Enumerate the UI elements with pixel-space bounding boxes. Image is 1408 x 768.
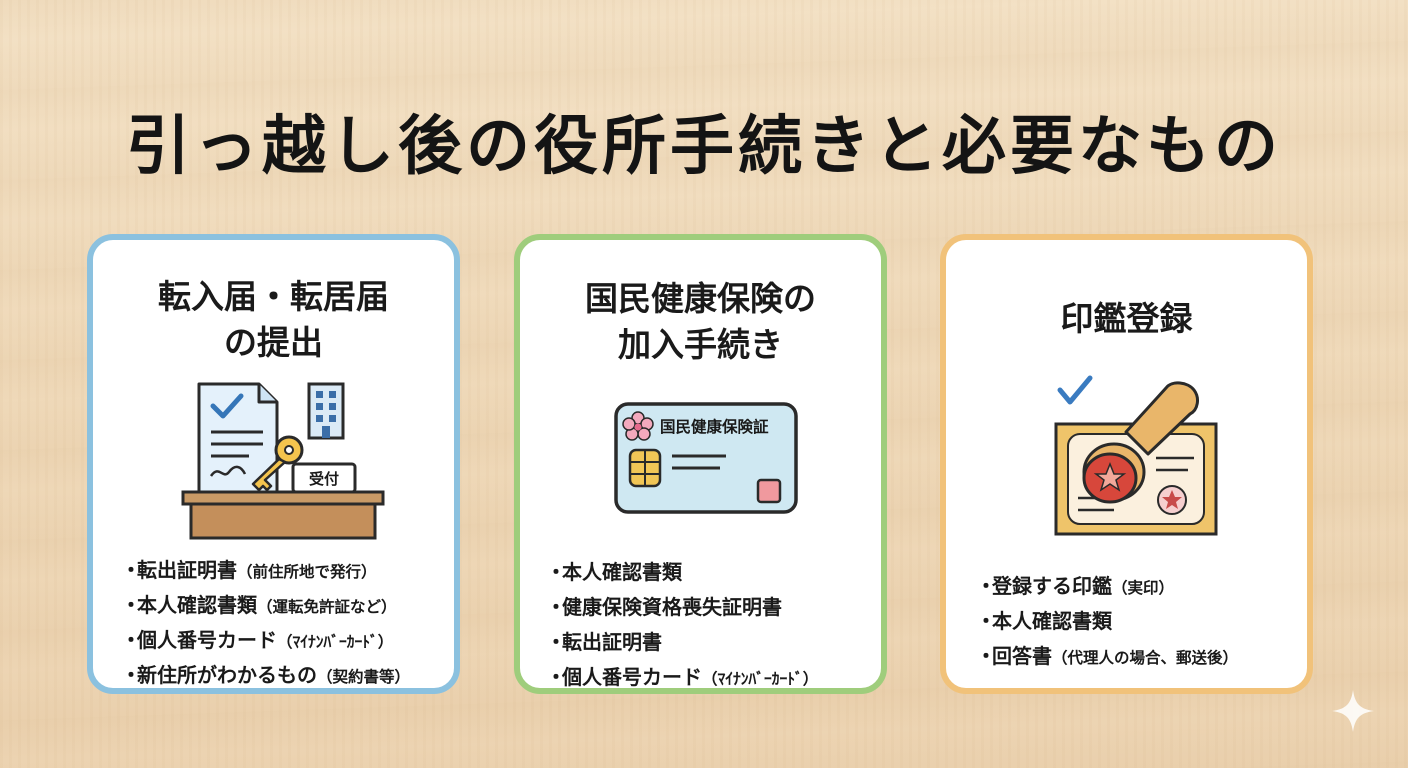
- item-main: 本人確認書類: [562, 560, 682, 584]
- item-note: （ﾏｲﾅﾝﾊﾞｰｶｰﾄﾞ）: [277, 633, 394, 651]
- required-items-list: ・転出証明書（前住所地で発行） ・本人確認書類（運転免許証など） ・個人番号カー…: [121, 554, 410, 694]
- required-items-list: ・本人確認書類 ・健康保険資格喪失証明書 ・転出証明書 ・個人番号カード（ﾏｲﾅ…: [546, 556, 818, 696]
- card-title: 転入届・転居届 の提出: [93, 274, 454, 366]
- item-main: 本人確認書類: [137, 593, 257, 617]
- key-icon: [251, 435, 304, 492]
- card-title: 印鑑登録: [946, 296, 1307, 342]
- list-item: ・個人番号カード（ﾏｲﾅﾝﾊﾞｰｶｰﾄﾞ）: [546, 665, 819, 689]
- item-note: （前住所地で発行）: [237, 563, 377, 581]
- item-main: 本人確認書類: [992, 609, 1112, 633]
- item-main: 登録する印鑑: [992, 574, 1112, 598]
- card-national-health-insurance: 国民健康保険の 加入手続き 国民健康保険証 ・本人確認書類 ・健康保険資格喪失証…: [514, 234, 887, 694]
- list-item: ・健康保険資格喪失証明書: [546, 595, 782, 619]
- building-icon: [307, 382, 345, 440]
- item-main: 個人番号カード: [562, 665, 702, 689]
- check-icon: [1057, 375, 1093, 405]
- card-label: 国民健康保険証: [660, 417, 769, 436]
- list-item: ・転出証明書（前住所地で発行）: [121, 558, 377, 582]
- card-title-line: 加入手続き: [618, 325, 783, 364]
- item-main: 健康保険資格喪失証明書: [562, 595, 782, 619]
- card-moving-in-notification: 転入届・転居届 の提出 受付: [87, 234, 460, 694]
- list-item: ・登録する印鑑（実印）: [976, 574, 1175, 598]
- ic-chip-icon: [628, 448, 662, 488]
- page-title: 引っ越し後の役所手続きと必要なもの: [126, 110, 1282, 184]
- stamp-icon: [1082, 381, 1199, 504]
- list-item: ・本人確認書類: [546, 560, 682, 584]
- item-note: （契約書等）: [317, 668, 411, 686]
- insurance-card-icon: 国民健康保険証: [614, 402, 798, 514]
- list-item: ・転出証明書: [546, 630, 662, 654]
- required-items-list: ・登録する印鑑（実印） ・本人確認書類 ・回答書（代理人の場合、郵送後）: [976, 570, 1238, 675]
- card-seal-registration: 印鑑登録 ・登録する印鑑（実印） ・本人確認書類 ・回答書（代理人の場合、郵送後…: [940, 234, 1313, 694]
- item-note: （代理人の場合、郵送後）: [1052, 649, 1239, 667]
- item-main: 転出証明書: [137, 558, 237, 582]
- list-item: ・新住所がわかるもの（契約書等）: [121, 663, 411, 687]
- reception-desk-illustration: 受付: [181, 382, 385, 540]
- item-main: 個人番号カード: [137, 628, 277, 652]
- list-item: ・本人確認書類（運転免許証など）: [121, 593, 397, 617]
- sparkle-icon: [1332, 690, 1374, 732]
- card-title-line: 印鑑登録: [1060, 299, 1193, 338]
- item-main: 新住所がわかるもの: [137, 663, 317, 687]
- item-note: （実印）: [1112, 579, 1175, 597]
- list-item: ・回答書（代理人の場合、郵送後）: [976, 644, 1239, 668]
- card-title-line: 国民健康保険の: [585, 279, 816, 318]
- list-item: ・本人確認書類: [976, 609, 1112, 633]
- item-note: （運転免許証など）: [257, 598, 397, 616]
- card-title-line: の提出: [224, 323, 323, 362]
- cherry-blossom-icon: [622, 411, 654, 441]
- item-main: 回答書: [992, 644, 1052, 668]
- reception-desk-icon: 受付: [181, 462, 385, 540]
- item-note: （ﾏｲﾅﾝﾊﾞｰｶｰﾄﾞ）: [702, 670, 819, 688]
- item-main: 転出証明書: [562, 630, 662, 654]
- desk-sign-label: 受付: [309, 470, 339, 488]
- list-item: ・個人番号カード（ﾏｲﾅﾝﾊﾞｰｶｰﾄﾞ）: [121, 628, 394, 652]
- card-title-line: 転入届・転居届: [158, 277, 389, 316]
- card-title: 国民健康保険の 加入手続き: [520, 276, 881, 368]
- seal-stamp-illustration: [1054, 375, 1218, 536]
